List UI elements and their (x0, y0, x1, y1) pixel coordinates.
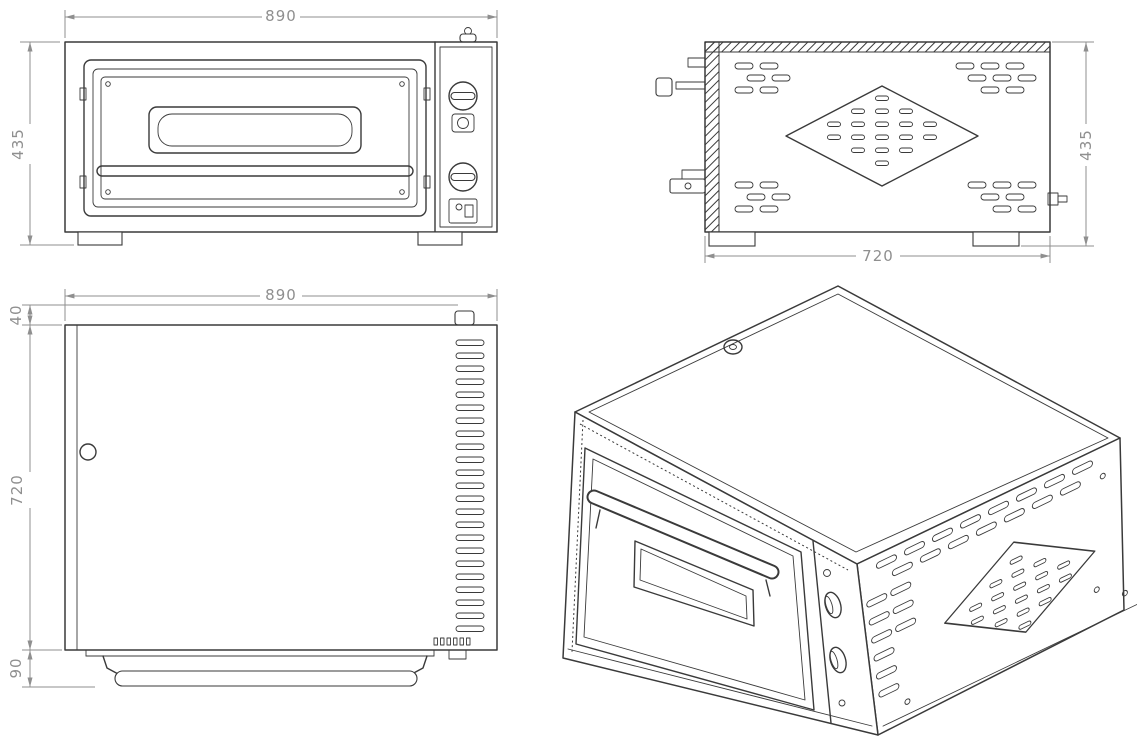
top-edge-hatch (704, 41, 1051, 53)
dim-front-height: 435 (9, 41, 74, 246)
oven-body-side (704, 41, 1051, 233)
iso-control-strip-divider (812, 540, 832, 724)
iso-door (575, 447, 815, 711)
iso-top-seam (588, 293, 1109, 553)
iso-top-vent-button (723, 339, 743, 355)
dim-front-width: 890 (64, 7, 498, 38)
top-panel-hole (79, 443, 97, 461)
dim-label-top-handle: 90 (7, 657, 25, 678)
cable-gland (1047, 192, 1068, 206)
oven-body-top (64, 324, 498, 651)
iso-right-face-details (865, 459, 1137, 727)
dim-label-front-height: 435 (9, 128, 27, 160)
rating-plate (448, 198, 478, 224)
iso-door-window (633, 540, 755, 627)
iso-pilot-light (823, 569, 831, 577)
iso-thermostat-knob-lower (829, 646, 847, 674)
iso-front-top-seam (579, 423, 849, 571)
dim-label-side-depth: 720 (862, 247, 894, 265)
oven-feet-front (77, 231, 463, 246)
dim-label-top-width: 890 (265, 286, 297, 304)
door-screws (105, 81, 405, 195)
dim-top-depth: 720 (8, 325, 33, 650)
door-handle-front (96, 165, 414, 177)
dim-label-top-depth: 720 (8, 474, 26, 506)
dim-side-depth: 720 (704, 236, 1051, 265)
micro-slots-top (433, 637, 471, 646)
dim-label-front-width: 890 (265, 7, 297, 25)
thermostat-knob-lower (448, 162, 478, 192)
door-handle-side (655, 57, 706, 194)
dim-label-top-offset: 40 (7, 304, 25, 325)
top-vent-button (454, 310, 475, 326)
dim-top-offset: 40 (7, 304, 33, 326)
iso-front-face (562, 411, 879, 736)
dim-top-handle: 90 (7, 650, 33, 687)
top-vent-button-front (459, 27, 477, 43)
dim-side-height: 435 (1021, 41, 1095, 247)
front-view: 890 435 (9, 7, 498, 246)
door-hinge-clips (79, 87, 431, 189)
iso-base-seam (567, 648, 873, 727)
iso-strip-screw (838, 699, 846, 707)
door-window-front (148, 106, 362, 154)
thermostat-knob-upper (448, 81, 478, 111)
iso-door-handle (586, 489, 780, 597)
door-handle-top (85, 649, 435, 687)
iso-door-hinge-edge (571, 419, 584, 653)
pilot-light (451, 113, 475, 133)
door-latch-top (448, 649, 467, 660)
oven-feet-side (708, 231, 1020, 247)
iso-vent-diamond (944, 541, 1096, 633)
oven-door-front (79, 59, 431, 217)
top-view: 890 40 720 90 (7, 286, 498, 688)
iso-panel-screws (904, 472, 1128, 705)
vent-diamond-side (785, 85, 979, 187)
door-edge-hatch (704, 41, 720, 233)
side-view: 435 720 (655, 41, 1095, 265)
oven-body-front (64, 41, 498, 233)
dim-label-side-height: 435 (1077, 129, 1095, 161)
dim-top-width: 890 (64, 286, 498, 321)
control-panel (439, 46, 493, 228)
iso-right-bottom-seam (882, 603, 1137, 727)
isometric-view (562, 285, 1137, 736)
iso-thermostat-knob-upper (824, 591, 842, 619)
